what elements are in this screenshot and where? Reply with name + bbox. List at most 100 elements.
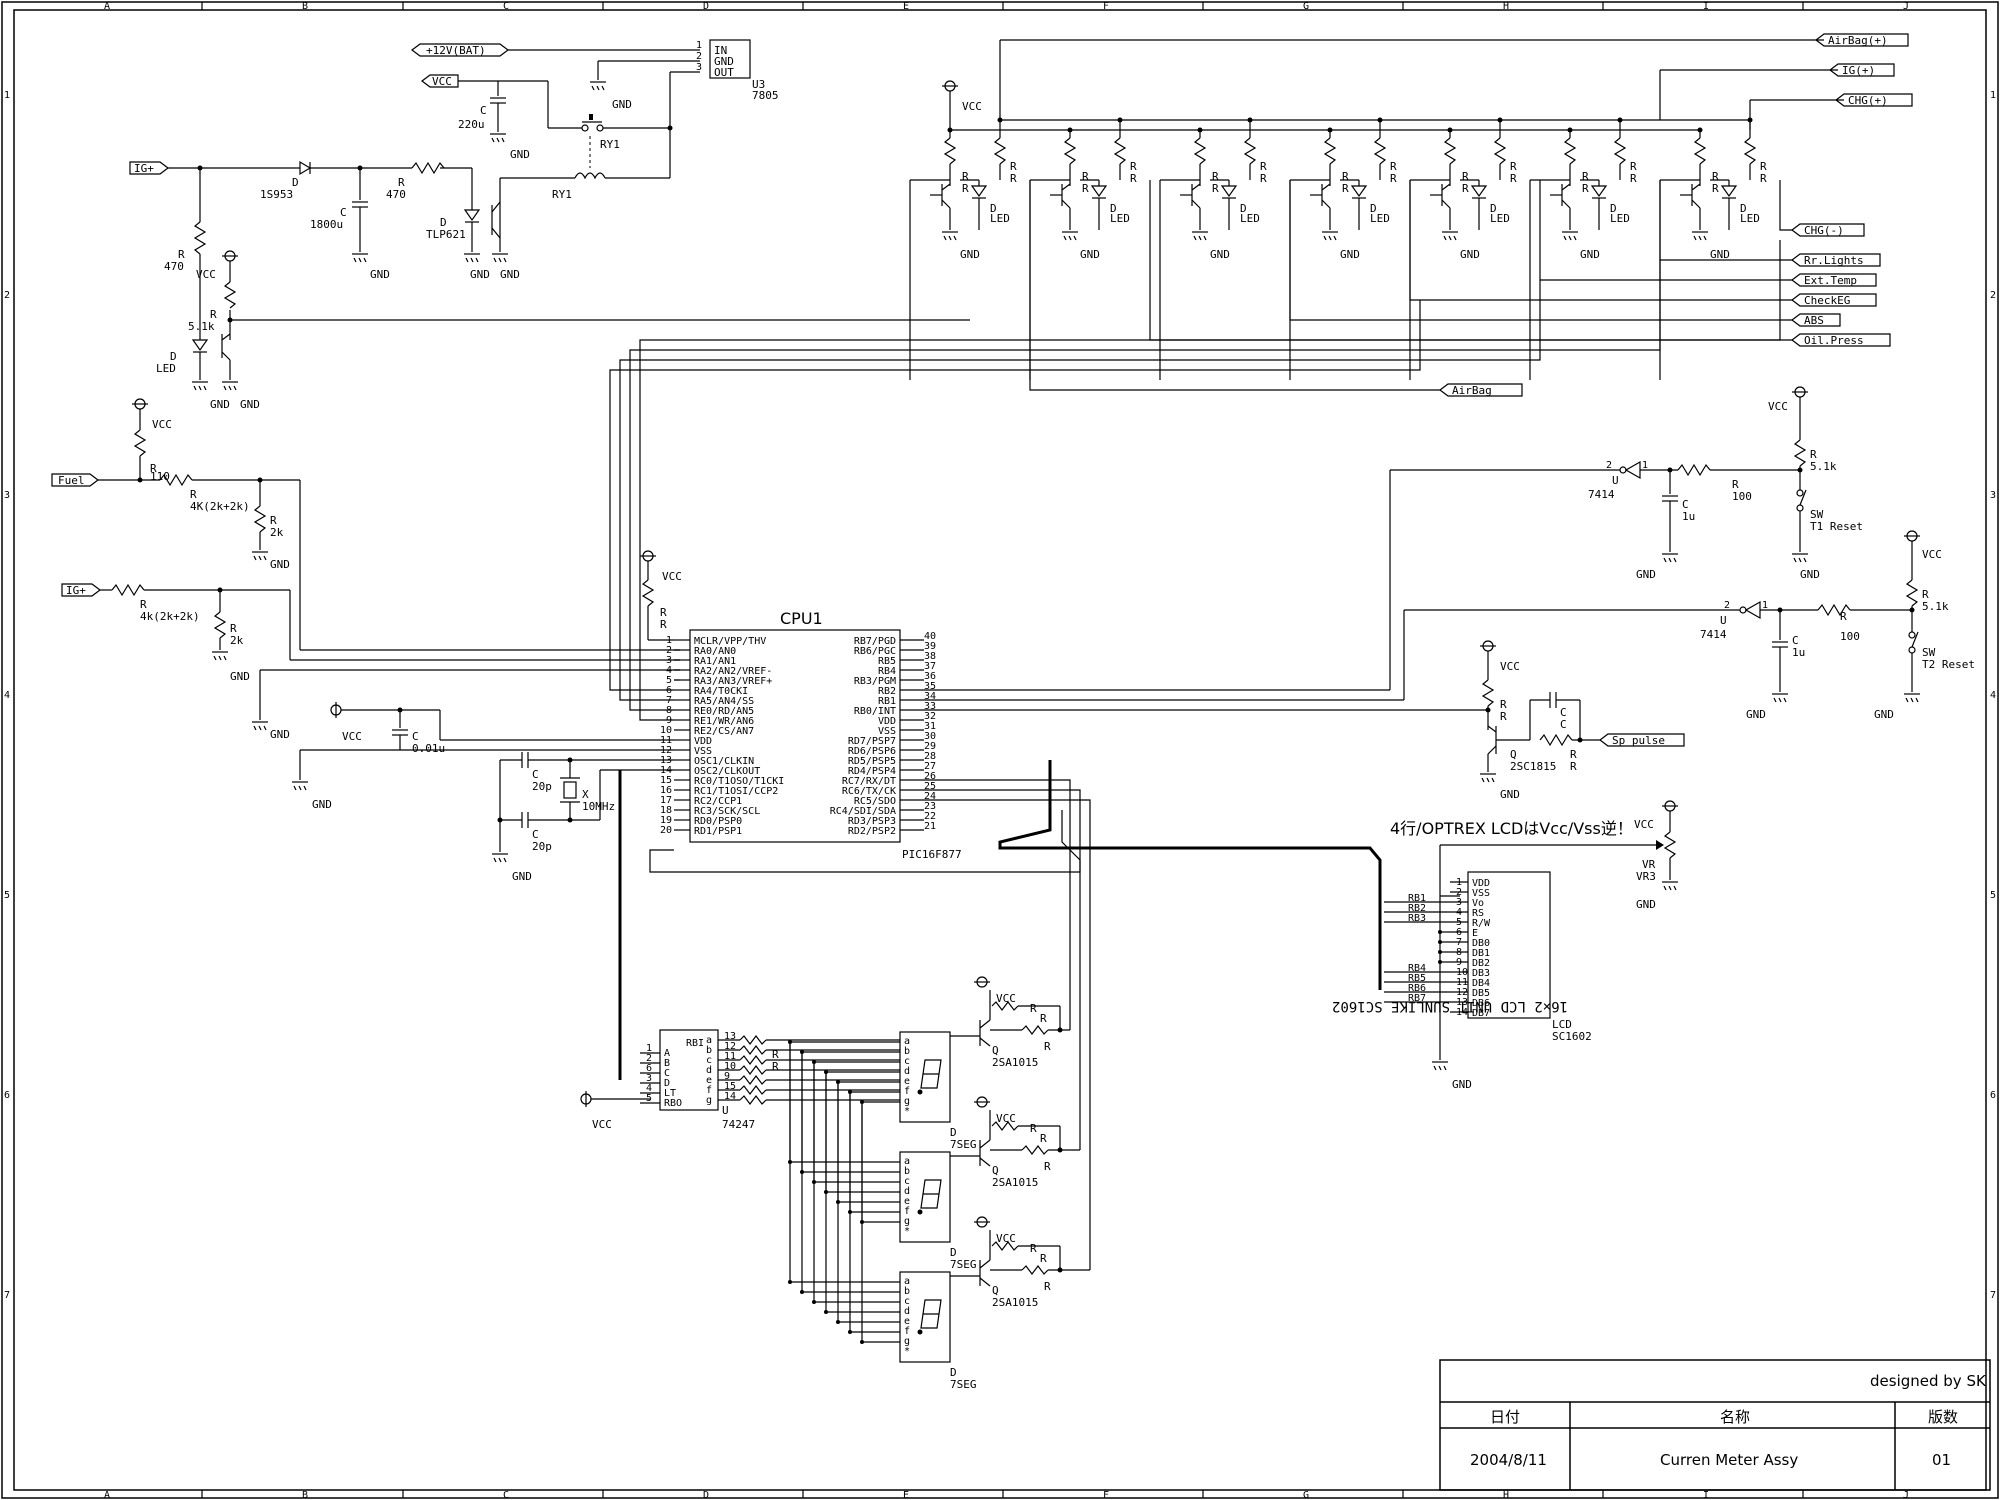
ign-r-value: 470 — [164, 260, 184, 273]
lcd-pin-num: 13 — [1456, 997, 1468, 1008]
digit-ref: D — [950, 1126, 957, 1139]
led-cell-r-ref-2: R — [1582, 182, 1589, 195]
ign-led-label: LED — [156, 362, 176, 375]
cap-20p-2-ref: C — [532, 828, 539, 841]
gnd-label: GND — [312, 798, 332, 811]
t2-gate: 7414 — [1700, 628, 1727, 641]
lcd-pin-name: DB5 — [1472, 988, 1490, 999]
led-cell-r2-ref: R — [1010, 160, 1017, 173]
cpu-pin-right: RB4 — [878, 666, 896, 677]
led-cell-d-ref: D — [1610, 202, 1617, 215]
reg-part: 7805 — [752, 89, 779, 102]
driver-pin-num: 3 — [646, 1073, 652, 1084]
digit-seg-label: e — [904, 1076, 910, 1087]
gnd-label: GND — [270, 558, 290, 571]
led-cell-r2-ref-2: R — [1130, 172, 1137, 185]
led-cell-r-ref: R — [1462, 170, 1469, 183]
cpu-pin-right: RD7/PSP7 — [848, 736, 896, 747]
relay-label-bottom: RY1 — [552, 188, 572, 201]
frame-col-bottom: F — [1103, 1490, 1109, 1500]
lcd-net-label: RB3 — [1408, 913, 1426, 924]
driver-out-name: e — [706, 1075, 712, 1086]
driver-out-name: f — [706, 1085, 712, 1096]
crystal-ref: X — [582, 788, 589, 801]
net-label-text: CheckEG — [1804, 294, 1850, 307]
sheet-border-inner — [13, 9, 1987, 1491]
cap-001-value: 0.01u — [412, 742, 445, 755]
ig-label-1: IG+ — [134, 162, 154, 175]
vr-ref: VR — [1642, 858, 1656, 871]
frame-col-top: F — [1103, 1, 1109, 12]
digit-ref: D — [950, 1246, 957, 1259]
gnd-label: GND — [512, 870, 532, 883]
net-label-box — [1791, 273, 1877, 287]
digit-seg-label: f — [904, 1086, 910, 1097]
gnd-symbol — [292, 781, 308, 791]
digit-seg-label: b — [904, 1046, 910, 1057]
digit-ref: D — [950, 1366, 957, 1379]
cpu-pin-right: RC6/TX/CK — [842, 786, 896, 797]
frame-col-bottom: J — [1903, 1490, 1909, 1500]
lcd-section: 4行/OPTREX LCDはVcc/Vss逆！ 16×2 LCD UNIT SU… — [998, 760, 1678, 1091]
frame-col-bottom: D — [703, 1490, 709, 1500]
driver-pin-rbi: RBI — [686, 1038, 704, 1049]
cpu-pin-left: RD0/PSP0 — [694, 816, 742, 827]
cpu-pin-left: RE1/WR/AN6 — [694, 716, 754, 727]
digit-seg-label: d — [904, 1186, 910, 1197]
lcd-pin-num: 8 — [1456, 947, 1462, 958]
pnp-r-ref: R — [1030, 1122, 1037, 1135]
sp-r2-ref-2: R — [1570, 760, 1577, 773]
cpu-pin-num-right: 21 — [924, 821, 936, 832]
reg-ref: U3 — [752, 78, 765, 91]
t2-cap-value: 1u — [1792, 646, 1805, 659]
cpu-pin-left: VSS — [694, 746, 712, 757]
cap-220-ref: C — [480, 104, 487, 117]
led-cell-led-label: LED — [1740, 212, 1760, 225]
t1-cap-value: 1u — [1682, 510, 1695, 523]
mclr-r-ref-2: R — [660, 618, 667, 631]
lcd-net-label: RB1 — [1408, 893, 1426, 904]
lcd-net-label: RB4 — [1408, 963, 1426, 974]
led-cell-d-ref: D — [990, 202, 997, 215]
ign-led-ref: D — [170, 350, 177, 363]
date-value: 2004/8/11 — [1470, 1451, 1547, 1469]
led-cell-r-ref-2: R — [1082, 182, 1089, 195]
cpu-pin-num-right: 24 — [924, 791, 936, 802]
cpu-pin-left: RA1/AN1 — [694, 656, 736, 667]
t1-r-value: 5.1k — [1810, 460, 1837, 473]
led-cell-r2-ref-2: R — [1510, 172, 1517, 185]
led-cell-r2-ref-2: R — [1010, 172, 1017, 185]
net-label-text: ABS — [1804, 314, 1824, 327]
lcd-pin-num: 6 — [1456, 927, 1462, 938]
led-cell-r-ref-2: R — [1342, 182, 1349, 195]
cpu-pin-right: RD2/PSP2 — [848, 826, 896, 837]
cpu-pin-num-right: 35 — [924, 681, 936, 692]
cap-20p-2: 20p — [532, 840, 552, 853]
driver-pin-name: LT — [664, 1088, 676, 1099]
crystal-value: 10MHz — [582, 800, 615, 813]
net-label-box — [1791, 293, 1877, 307]
cpu-pin-right: VDD — [878, 716, 896, 727]
t2-sw-ref: SW — [1922, 646, 1936, 659]
digit-body — [899, 1031, 951, 1123]
cpu-pin-num-right: 32 — [924, 711, 936, 722]
sp-cap-ref-2: C — [1560, 718, 1567, 731]
frame-col-top: J — [1903, 1, 1909, 12]
lcd-pin-num: 10 — [1456, 967, 1468, 978]
cpu-pin-right: RC7/RX/DT — [842, 776, 896, 787]
ign-r2-value: 5.1k — [188, 320, 215, 333]
lcd-pin-num: 7 — [1456, 937, 1462, 948]
fuel-r2-value: 4K(2k+2k) — [190, 500, 250, 513]
digit-seg-label: * — [904, 1226, 910, 1237]
cpu-pin-right: RB1 — [878, 696, 896, 707]
digits: abcdefg*D7SEGQ2SA1015RRRVCCabcdefg*D7SEG… — [788, 779, 1091, 1391]
t2-r100-value: 100 — [1840, 630, 1860, 643]
frame-row-left: 7 — [4, 1290, 10, 1301]
driver-out-name: b — [706, 1045, 712, 1056]
frame-col-bottom: H — [1503, 1490, 1509, 1500]
driver-out-num: 14 — [724, 1091, 736, 1102]
